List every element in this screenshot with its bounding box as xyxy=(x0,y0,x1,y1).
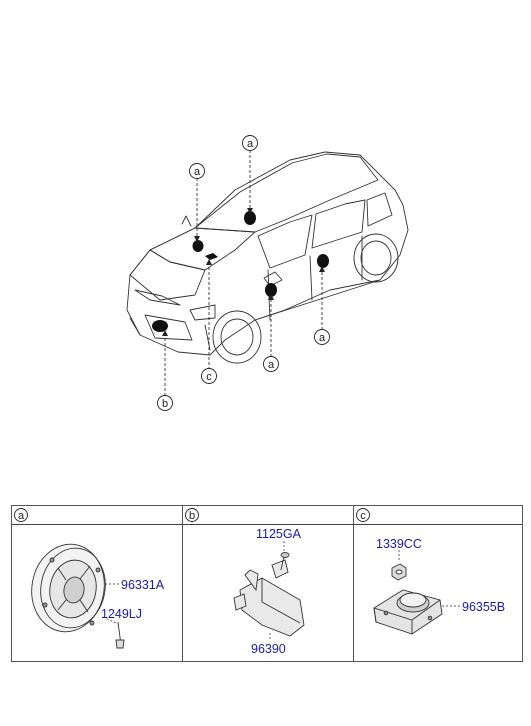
part-number-1339CC: 1339CC xyxy=(376,537,422,551)
sensor-c-marker xyxy=(205,253,218,260)
module-bracket-illustration xyxy=(233,559,305,637)
parts-table xyxy=(11,505,523,662)
callout-dash: c xyxy=(201,368,217,384)
leader-lines xyxy=(164,150,323,396)
front-door-speaker-marker xyxy=(265,283,277,297)
header-a-label: a xyxy=(18,510,25,522)
bolt-illustration xyxy=(280,552,290,571)
speaker-illustration xyxy=(31,543,106,633)
part-number-96331A: 96331A xyxy=(121,578,165,592)
vehicle-illustration xyxy=(126,151,409,364)
tweeter-left-marker xyxy=(192,240,204,252)
callout-roof-left-label: a xyxy=(194,166,201,178)
part-leaders-b xyxy=(269,541,285,640)
header-c-label: c xyxy=(360,510,366,522)
front-grille-unit-marker xyxy=(152,320,168,332)
callout-front-door-label: a xyxy=(268,359,275,371)
table-header-b: b xyxy=(185,508,199,522)
callout-rear-door-label: a xyxy=(319,332,326,344)
header-b-label: b xyxy=(189,510,195,522)
callout-front-door: a xyxy=(263,356,279,372)
nut-illustration xyxy=(391,563,407,581)
part-leaders-a xyxy=(102,583,120,625)
callout-roof-left: a xyxy=(189,163,205,179)
roof-speaker-marker xyxy=(244,211,256,225)
table-header-c: c xyxy=(356,508,370,522)
part-number-96355B: 96355B xyxy=(462,600,505,614)
callout-roof-top: a xyxy=(242,135,258,151)
sensor-illustration xyxy=(373,589,443,635)
callout-front-label: b xyxy=(162,398,168,410)
callout-dash-label: c xyxy=(206,371,212,383)
rear-door-speaker-marker xyxy=(317,254,329,268)
part-number-1249LJ: 1249LJ xyxy=(101,607,142,621)
part-number-96390: 96390 xyxy=(251,642,286,656)
leader-arrowheads xyxy=(162,208,325,336)
part-number-1125GA: 1125GA xyxy=(256,527,302,541)
callout-roof-top-label: a xyxy=(247,138,254,150)
table-header-a: a xyxy=(14,508,28,522)
callout-rear-door: a xyxy=(314,329,330,345)
screw-illustration xyxy=(115,621,125,649)
part-leaders-c xyxy=(398,550,460,607)
vehicle-part-markers xyxy=(152,211,329,332)
callout-front: b xyxy=(157,395,173,411)
